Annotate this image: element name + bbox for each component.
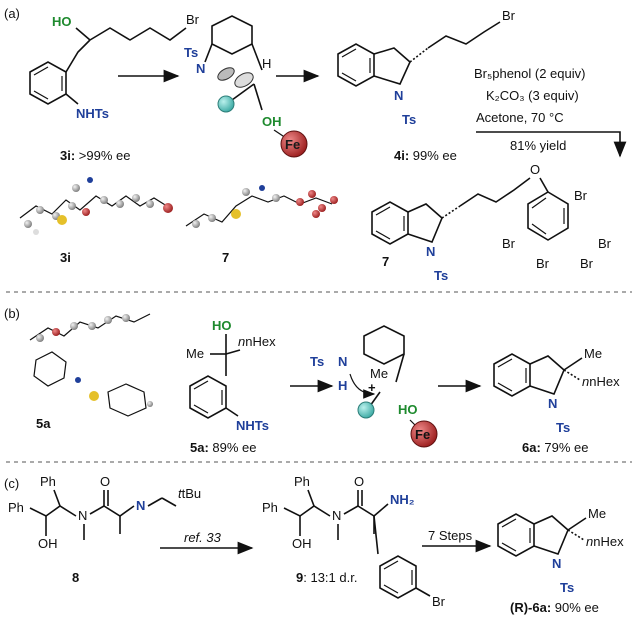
- s8-o: O: [100, 474, 110, 489]
- xray-5a: [29, 313, 153, 417]
- label-ho: HO: [52, 14, 72, 29]
- c-prod-n: N: [552, 556, 561, 571]
- b-sub-me: Me: [186, 346, 204, 361]
- s8-label: 8: [72, 570, 79, 585]
- ts-h: H: [262, 56, 271, 71]
- p7-br1: Br: [574, 188, 588, 203]
- b-ts-plus: +: [368, 380, 376, 395]
- product-7: O Br Br Br Br Br N Ts 7: [371, 162, 612, 283]
- xray-7-label: 7: [222, 250, 229, 265]
- label-nhts: NHTs: [76, 106, 109, 121]
- ts-a: Ts N H OH Fe: [184, 15, 308, 158]
- b-ts-ts: Ts: [310, 354, 324, 369]
- ts-fe: Fe: [285, 137, 300, 152]
- b-sub-ho: HO: [212, 318, 232, 333]
- p7-br3: Br: [598, 236, 612, 251]
- p7-br4: Br: [536, 256, 550, 271]
- b-ts-h: H: [338, 378, 347, 393]
- s8-oh: OH: [38, 536, 58, 551]
- prod4i-n: N: [394, 88, 403, 103]
- panel-label-a: (a): [4, 6, 20, 21]
- s9-label: 9: 13:1 d.r.: [296, 570, 357, 585]
- compound-9: Ph Ph OH N O NH₂ Br 9: 13:1 d.r.: [262, 474, 446, 609]
- p7-label: 7: [382, 254, 389, 269]
- label-r-6a: (R)-6a: 90% ee: [510, 600, 599, 615]
- arrow-a3: [476, 131, 627, 158]
- prod4i-ts: Ts: [402, 112, 416, 127]
- b-prod-nhex: nnHex: [582, 374, 620, 389]
- xray-3i-label: 3i: [60, 250, 71, 265]
- s9-n: N: [332, 508, 341, 523]
- label-4i: 4i: 99% ee: [394, 148, 457, 163]
- s8-n1: N: [78, 508, 87, 523]
- cond-1: Br₅phenol (2 equiv): [474, 66, 585, 81]
- b-ts-n: N: [338, 354, 347, 369]
- s8-tbu: ttBu: [178, 486, 201, 501]
- s9-o: O: [354, 474, 364, 489]
- prod4i-br: Br: [502, 8, 516, 23]
- p7-br2: Br: [502, 236, 516, 251]
- c-prod-nhex: nnHex: [586, 534, 624, 549]
- ts-ts: Ts: [184, 45, 198, 60]
- b-sub-nhts: NHTs: [236, 418, 269, 433]
- p7-br5: Br: [580, 256, 594, 271]
- ts-b: Ts N H Me + HO Fe: [310, 325, 438, 448]
- panel-label-b: (b): [4, 306, 20, 321]
- xray-7: [185, 185, 338, 228]
- s9-br: Br: [432, 594, 446, 609]
- c-prod-me: Me: [588, 506, 606, 521]
- cond-4: 81% yield: [510, 138, 566, 153]
- b-ts-ho: HO: [398, 402, 418, 417]
- compound-8: Ph Ph OH N O N ttBu 8: [8, 474, 201, 585]
- cond-3: Acetone, 70 °C: [476, 110, 564, 125]
- label-5a: 5a: 89% ee: [190, 440, 257, 455]
- product-r-6a: Me nnHex N Ts (R)-6a: 90% ee: [497, 506, 624, 615]
- p7-n: N: [426, 244, 435, 259]
- ref-label: ref. 33: [184, 530, 222, 545]
- s9-oh: OH: [292, 536, 312, 551]
- substrate-3i: HO Br NHTs 3i: >99% ee: [29, 12, 200, 163]
- s9-nh2: NH₂: [390, 492, 415, 507]
- label-3i: 3i: >99% ee: [60, 148, 130, 163]
- b-ts-me: Me: [370, 366, 388, 381]
- product-4i: Br N Ts 4i: 99% ee: [337, 8, 516, 163]
- ts-n: N: [196, 61, 205, 76]
- c-prod-ts: Ts: [560, 580, 574, 595]
- p7-ts: Ts: [434, 268, 448, 283]
- substrate-5a: HO Me nnHex NHTs 5a: 89% ee: [186, 318, 276, 455]
- s9-ph2: Ph: [262, 500, 278, 515]
- b-sub-nhex: nnHex: [238, 334, 276, 349]
- b-prod-me: Me: [584, 346, 602, 361]
- product-6a: Me nnHex N Ts 6a: 79% ee: [493, 346, 620, 455]
- ts-oh: OH: [262, 114, 282, 129]
- b-prod-ts: Ts: [556, 420, 570, 435]
- s8-n2: N: [136, 498, 145, 513]
- xray-3i: [19, 177, 173, 235]
- cond-2: K₂CO₃ (3 equiv): [486, 88, 579, 103]
- label-br: Br: [186, 12, 200, 27]
- s8-ph2: Ph: [8, 500, 24, 515]
- b-prod-n: N: [548, 396, 557, 411]
- s8-ph1: Ph: [40, 474, 56, 489]
- xray-5a-label: 5a: [36, 416, 51, 431]
- steps-label: 7 Steps: [428, 528, 473, 543]
- s9-ph1: Ph: [294, 474, 310, 489]
- panel-label-c: (c): [4, 476, 19, 491]
- label-6a: 6a: 79% ee: [522, 440, 589, 455]
- b-ts-fe: Fe: [415, 427, 430, 442]
- p7-o: O: [530, 162, 540, 177]
